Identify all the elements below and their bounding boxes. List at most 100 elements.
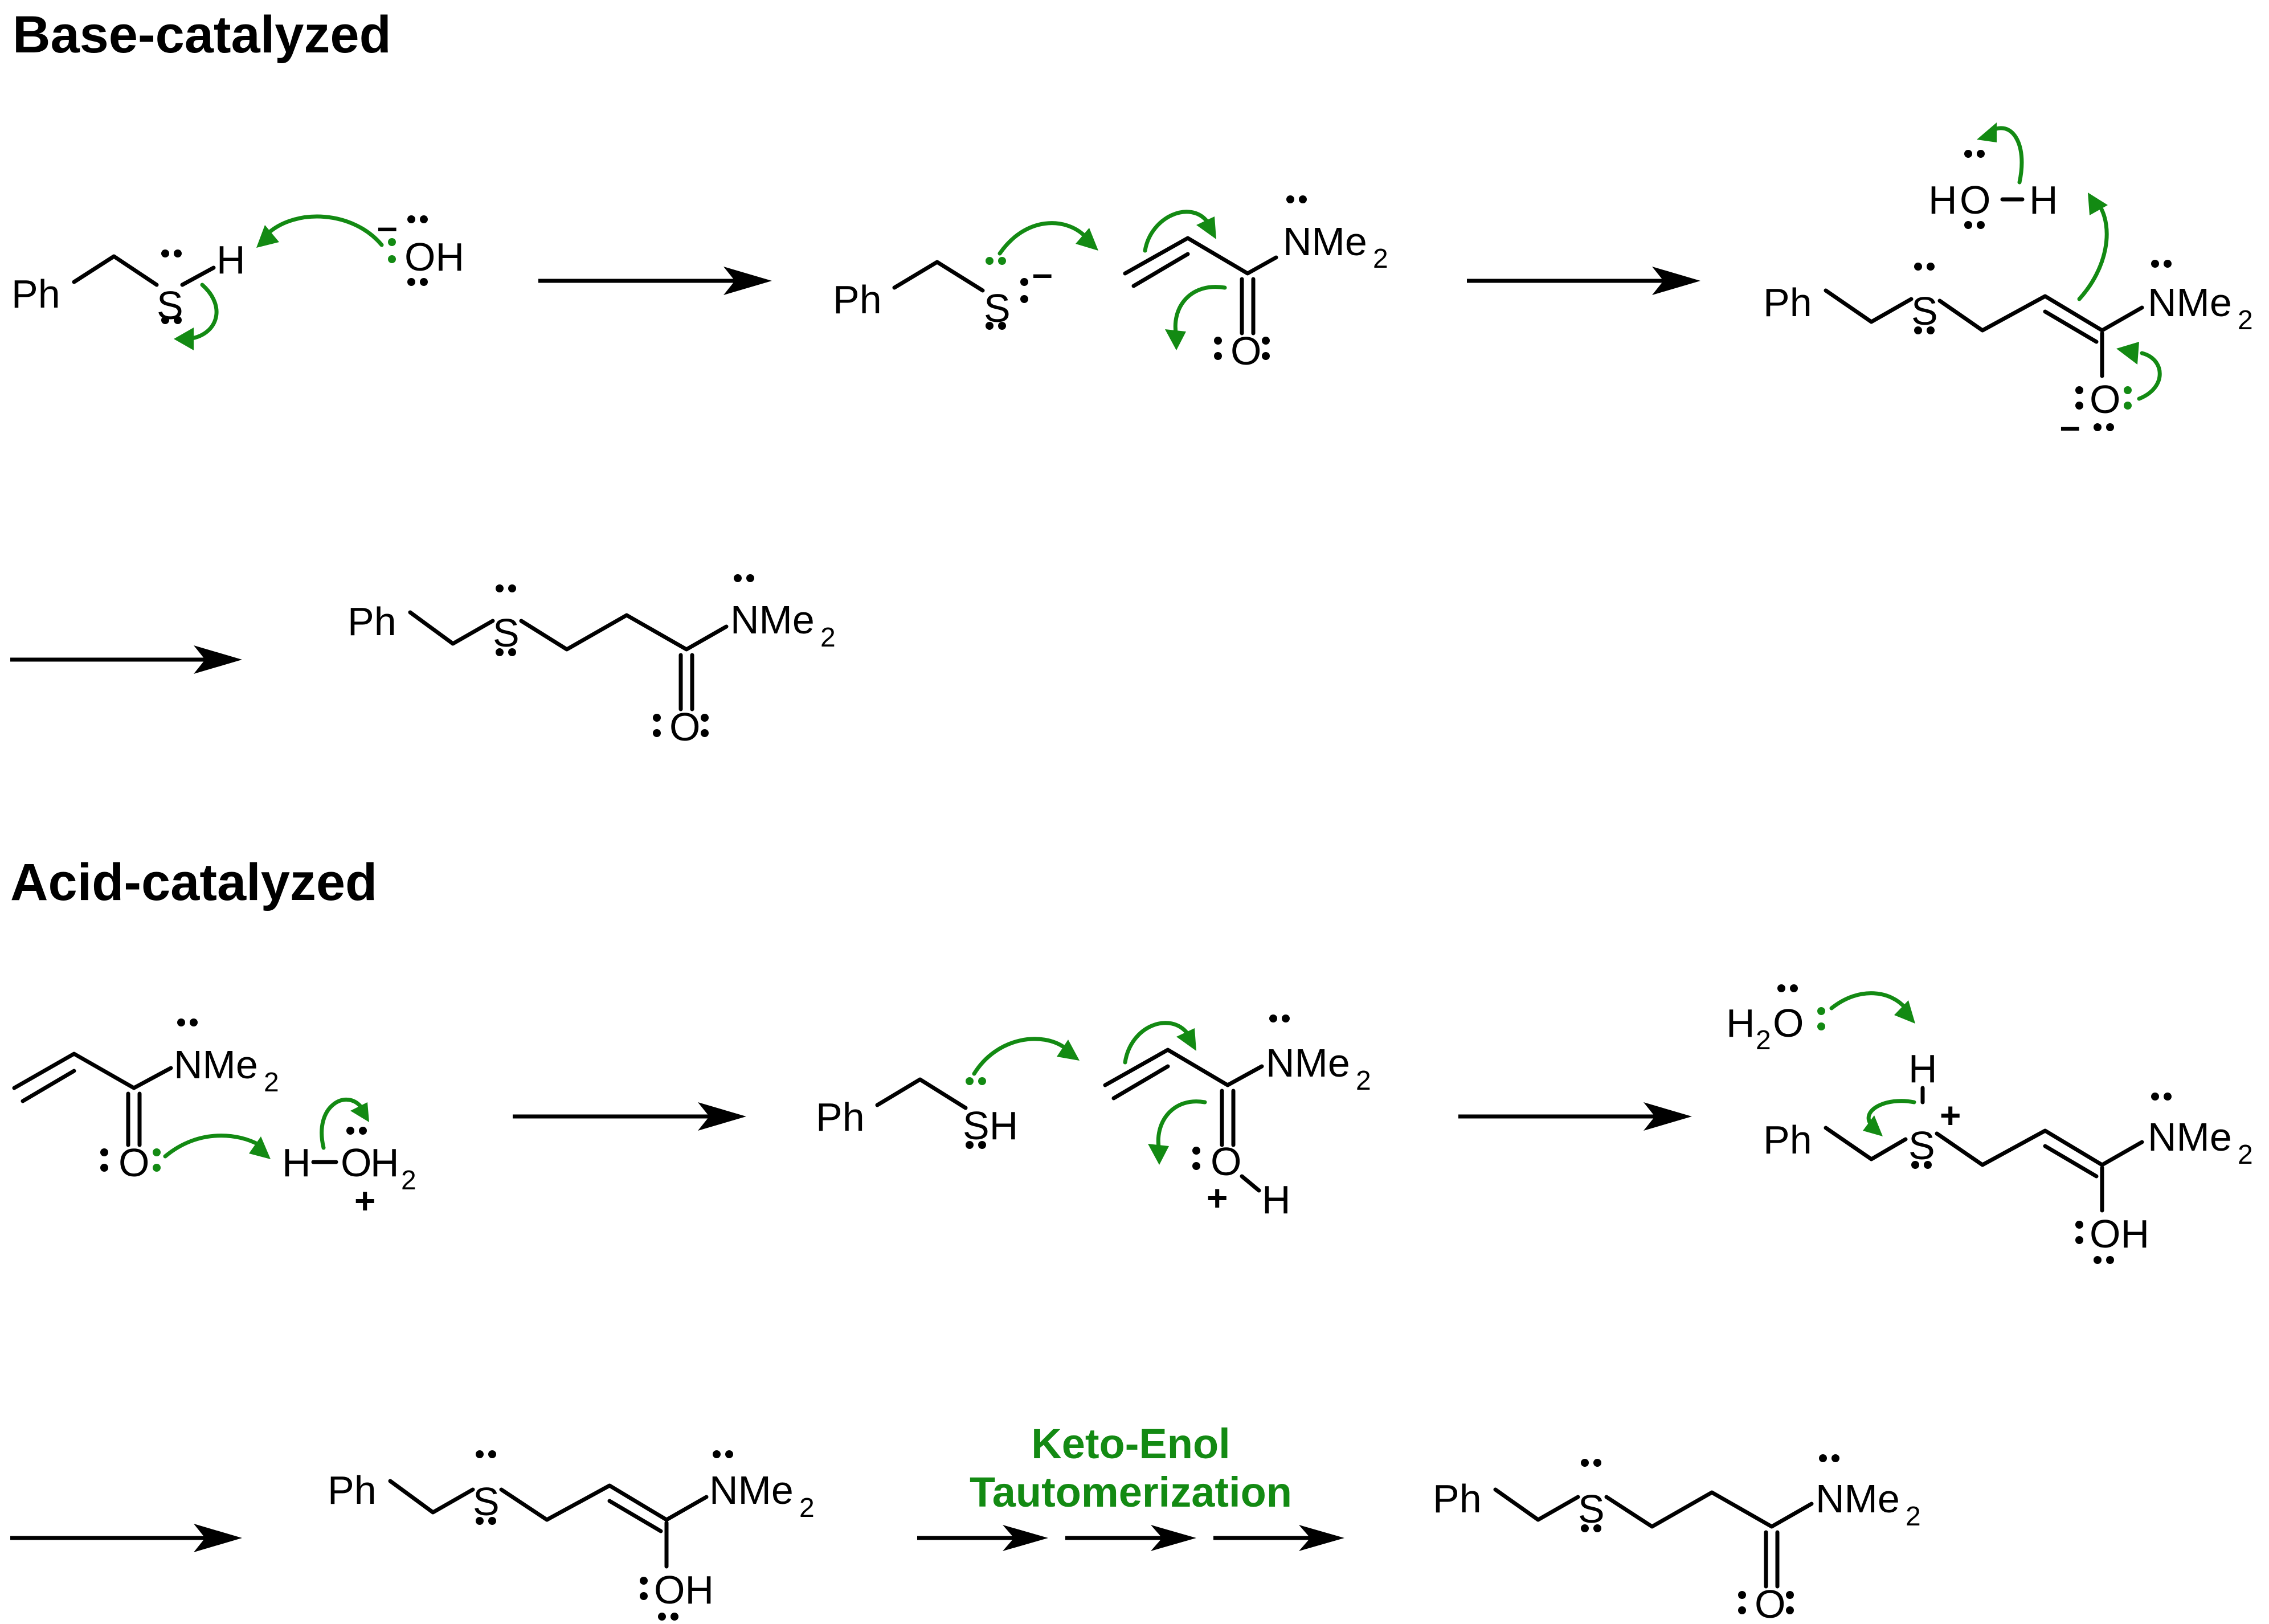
lone-pair-dots	[653, 574, 754, 737]
lone-pair-dots	[1777, 984, 1825, 1030]
lone-pair-dots	[346, 1127, 367, 1135]
sulfur-label: S	[1578, 1487, 1605, 1531]
hydrogen-label: H	[370, 1140, 399, 1185]
sulfur-label: S	[473, 1479, 500, 1524]
oxygen-label: O	[1755, 1582, 1785, 1624]
lone-pair-dots	[1192, 1015, 1290, 1170]
oxygen-label: O	[341, 1140, 371, 1185]
subscript-2: 2	[264, 1067, 279, 1098]
curly-arrowhead	[350, 1102, 369, 1122]
curly-arrow	[1173, 285, 1227, 338]
hydroxyl-label: OH	[2090, 1212, 2149, 1256]
subscript-2: 2	[799, 1493, 815, 1523]
subscript-2: 2	[2238, 1140, 2253, 1170]
nme2-label: NMe	[174, 1042, 258, 1087]
curly-arrowhead	[1176, 1028, 1196, 1051]
sulfur-label: S	[1911, 289, 1938, 333]
lone-pair-dots	[100, 1018, 198, 1172]
water-label: H	[1726, 1001, 1755, 1045]
base-step3-enolate: H O H Ph S NMe 2 O –	[1763, 122, 2253, 447]
lone-pair-dots	[1738, 1454, 1839, 1614]
acid-step2-thiol-oxocarbenium: Ph SH NMe 2 O H +	[816, 1015, 1371, 1222]
base-catalyzed-heading: Base-catalyzed	[13, 6, 391, 64]
lone-pair-dots	[388, 215, 428, 286]
curly-arrow	[997, 221, 1088, 256]
subscript-2: 2	[1756, 1025, 1771, 1056]
reaction-arrow	[1467, 267, 1700, 295]
curly-arrowhead	[256, 225, 279, 248]
lone-pair-dots	[2075, 1093, 2172, 1264]
curly-arrowhead	[2088, 193, 2108, 215]
base-step1-thiol: Ph S H – OH	[11, 206, 464, 350]
base-step2-thiolate-acrylamide: Ph S – NMe 2 O	[833, 195, 1388, 373]
acid-final-product: Ph S NMe 2 O	[1433, 1454, 1921, 1624]
acid-step1-acrylamide-hydronium: NMe 2 O H O H 2 +	[12, 1018, 416, 1221]
curly-arrow	[265, 214, 384, 247]
ph-label: Ph	[1433, 1476, 1482, 1521]
curly-arrowhead	[249, 1136, 271, 1159]
curly-arrowhead	[1057, 1040, 1080, 1061]
subscript-2: 2	[820, 623, 836, 653]
acid-catalyzed-heading: Acid-catalyzed	[10, 853, 377, 911]
curly-arrowhead	[1894, 1000, 1915, 1024]
water-label: H	[1928, 178, 1957, 222]
nme2-label: NMe	[2148, 1115, 2232, 1159]
hydrogen-label: H	[216, 238, 246, 282]
curly-arrow	[1143, 210, 1210, 253]
lone-pair-dots	[1581, 1459, 1601, 1532]
oxygen-label: O	[669, 705, 700, 749]
hydrogen-label: H	[1908, 1046, 1937, 1091]
reaction-arrow	[513, 1102, 746, 1131]
hydroxide-label: OH	[404, 235, 464, 279]
curly-arrowhead	[1148, 1144, 1169, 1165]
hydroxyl-label: OH	[654, 1568, 714, 1612]
hydrogen-label: H	[1262, 1177, 1291, 1222]
lone-pair-dots	[966, 1077, 986, 1149]
curly-arrow	[1989, 126, 2024, 185]
lone-pair-dots	[2075, 260, 2172, 431]
nme2-label: NMe	[1266, 1041, 1350, 1085]
negative-charge: –	[1032, 253, 1053, 294]
lone-pair-dots	[986, 257, 1028, 330]
positive-charge: +	[354, 1180, 375, 1221]
ph-label: Ph	[347, 599, 396, 644]
ph-label: Ph	[11, 272, 60, 316]
reaction-arrow	[10, 1524, 242, 1552]
lone-pair-dots	[161, 249, 182, 324]
positive-charge: +	[1207, 1177, 1228, 1218]
negative-charge: –	[2060, 406, 2080, 447]
subscript-2: 2	[401, 1165, 416, 1196]
curly-arrow	[972, 1037, 1068, 1076]
ph-label: Ph	[816, 1095, 865, 1139]
curly-arrowhead	[1076, 228, 1098, 251]
reaction-arrow	[538, 267, 772, 295]
curly-arrow	[2137, 351, 2162, 401]
curly-arrow	[320, 1097, 364, 1150]
oxygen-label: O	[2090, 377, 2120, 422]
ph-label: Ph	[1763, 280, 1812, 325]
curly-arrow	[186, 283, 219, 341]
acid-step3-sulfonium-enol: H 2 O H S + Ph NMe 2 OH	[1726, 984, 2253, 1264]
oxygen-label: O	[1211, 1139, 1241, 1184]
curly-arrow	[1866, 1099, 1916, 1127]
reaction-arrow	[1458, 1102, 1692, 1131]
curly-arrowhead	[174, 328, 194, 350]
curly-arrowhead	[1165, 329, 1186, 350]
lone-pair-dots	[640, 1450, 733, 1621]
curly-arrow	[1829, 991, 1908, 1011]
curly-arrowhead	[1196, 216, 1216, 239]
lone-pair-dots	[476, 1450, 496, 1525]
nme2-label: NMe	[2148, 280, 2232, 325]
curly-arrow	[1123, 1021, 1190, 1065]
base-product-thioether-amide: Ph S NMe 2 O	[347, 574, 836, 749]
water-hydrogen-label: H	[2029, 178, 2058, 222]
nme2-label: NMe	[709, 1468, 794, 1512]
nme2-label: NMe	[730, 598, 815, 642]
subscript-2: 2	[1356, 1066, 1371, 1096]
curly-arrow	[163, 1134, 261, 1159]
hydrogen-label: H	[282, 1140, 311, 1185]
lone-pair-dots	[1911, 1161, 1932, 1169]
oxygen-label: O	[1230, 329, 1261, 373]
subscript-2: 2	[1906, 1502, 1921, 1532]
